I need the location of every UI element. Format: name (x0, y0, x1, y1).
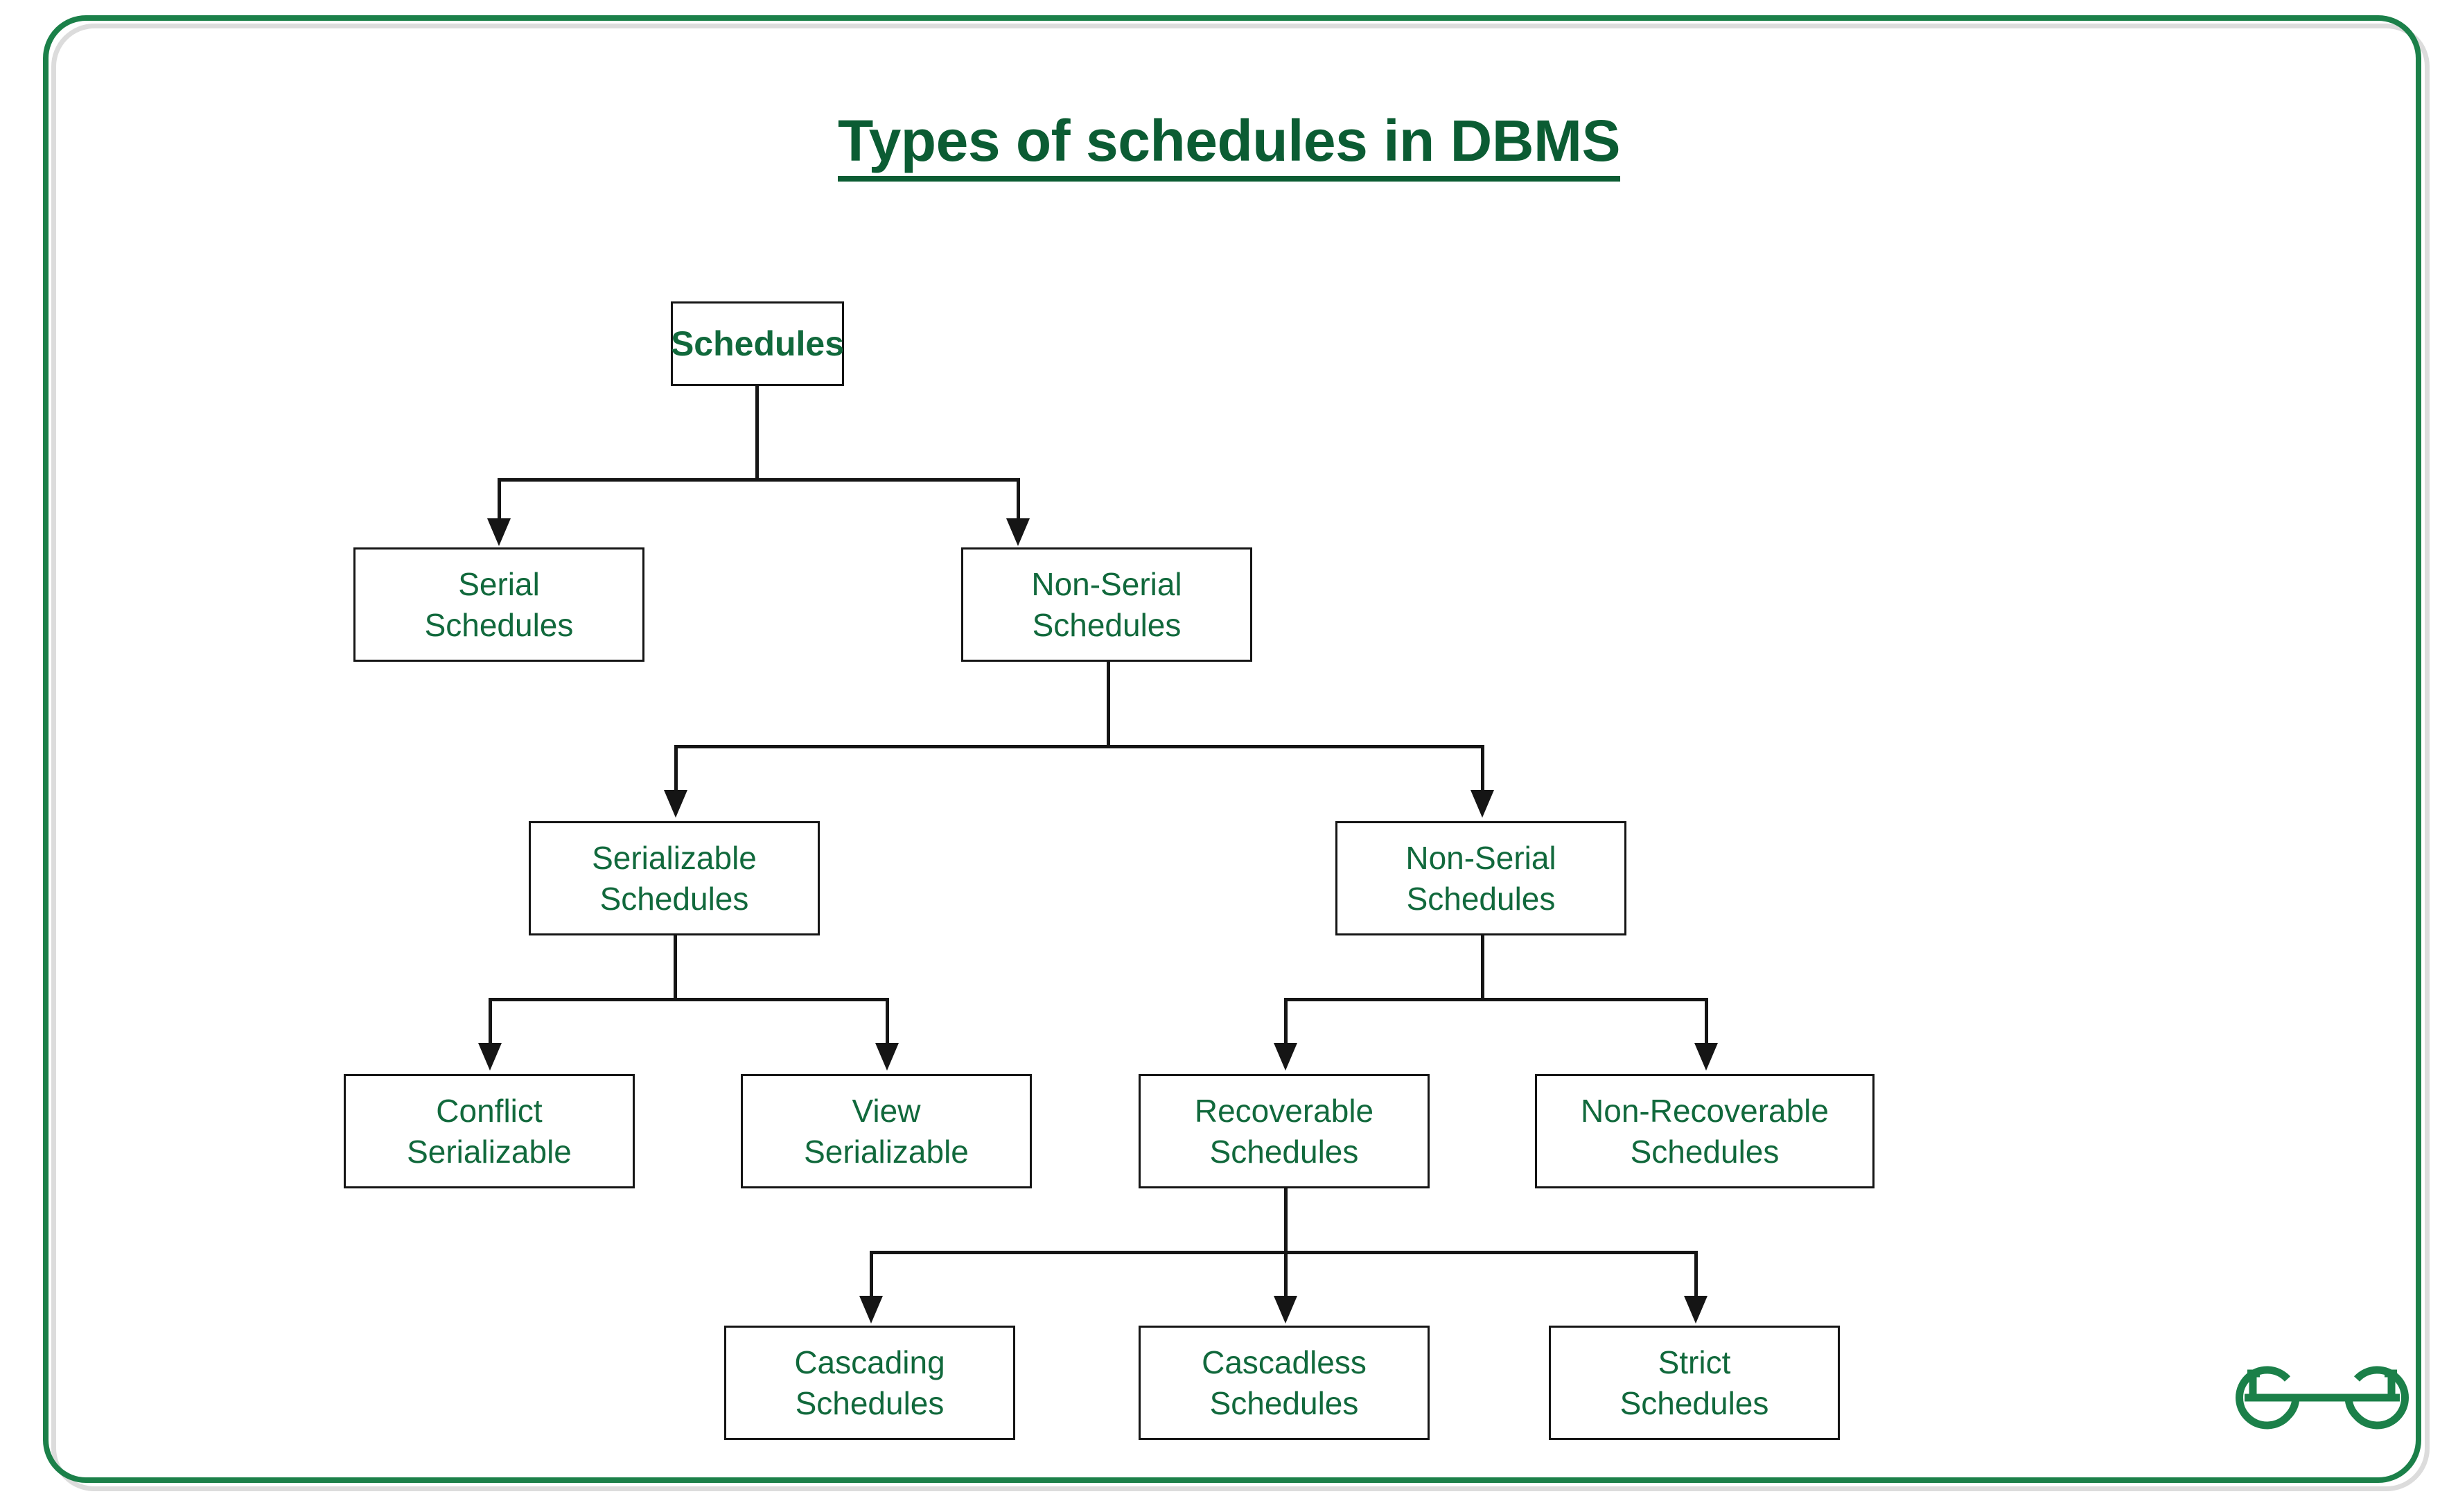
connector-recoverable-to-strict (1694, 1251, 1698, 1296)
arrowhead-recoverable (1274, 1043, 1297, 1071)
node-schedules[interactable]: Schedules (671, 301, 844, 386)
arrowhead-view (875, 1043, 899, 1071)
node-cascading-schedules[interactable]: Cascading Schedules (724, 1326, 1015, 1440)
arrowhead-cascading (859, 1296, 883, 1324)
connector-non-serial-2-stem (1481, 935, 1484, 1001)
node-recoverable-schedules[interactable]: Recoverable Schedules (1139, 1074, 1430, 1188)
arrowhead-strict (1684, 1296, 1708, 1324)
connector-non-serial-to-non-serial-2 (1481, 745, 1484, 790)
node-strict-schedules[interactable]: Strict Schedules (1549, 1326, 1840, 1440)
connector-non-serial-bus (674, 745, 1484, 748)
node-serializable-schedules[interactable]: Serializable Schedules (529, 821, 820, 935)
connector-non-serial-to-serializable (674, 745, 678, 790)
arrowhead-non-recoverable (1694, 1043, 1718, 1071)
page-title-text: Types of schedules in DBMS (838, 108, 1621, 182)
decorative-frame (43, 15, 2421, 1483)
node-non-serial-schedules[interactable]: Non-Serial Schedules (961, 547, 1252, 662)
connector-recoverable-bus (870, 1251, 1698, 1254)
connector-schedules-to-serial (498, 478, 501, 521)
connector-non-serial-stem (1107, 662, 1110, 748)
node-conflict-serializable[interactable]: Conflict Serializable (344, 1074, 635, 1188)
connector-recoverable-stem (1284, 1188, 1288, 1254)
connector-schedules-stem (755, 385, 759, 482)
connector-non-serial-2-bus (1284, 998, 1708, 1001)
arrowhead-serial (487, 518, 511, 546)
node-cascadless-schedules[interactable]: Cascadless Schedules (1139, 1326, 1430, 1440)
connector-recoverable-to-cascading (870, 1251, 873, 1296)
node-non-serial-schedules-2[interactable]: Non-Serial Schedules (1335, 821, 1626, 935)
connector-serializable-bus (489, 998, 889, 1001)
connector-serializable-to-conflict (489, 998, 492, 1043)
node-non-recoverable-schedules[interactable]: Non-Recoverable Schedules (1535, 1074, 1875, 1188)
page-title: Types of schedules in DBMS (0, 107, 2458, 182)
arrowhead-conflict (478, 1043, 502, 1071)
node-serial-schedules[interactable]: Serial Schedules (353, 547, 644, 662)
connector-non-serial-2-to-recoverable (1284, 998, 1288, 1043)
connector-serializable-stem (674, 935, 677, 1001)
connector-schedules-bus (498, 478, 1020, 482)
arrowhead-non-serial-2 (1471, 790, 1494, 818)
node-view-serializable[interactable]: View Serializable (741, 1074, 1032, 1188)
connector-recoverable-to-cascadless (1284, 1251, 1288, 1296)
connector-serializable-to-view (886, 998, 889, 1043)
frame-shadow (51, 24, 2430, 1491)
arrowhead-serializable (664, 790, 687, 818)
geeksforgeeks-logo (2236, 1366, 2409, 1430)
connector-non-serial-2-to-non-recoverable (1705, 998, 1708, 1043)
connector-schedules-to-non-serial (1017, 478, 1020, 521)
arrowhead-non-serial (1006, 518, 1030, 546)
arrowhead-cascadless (1274, 1296, 1297, 1324)
